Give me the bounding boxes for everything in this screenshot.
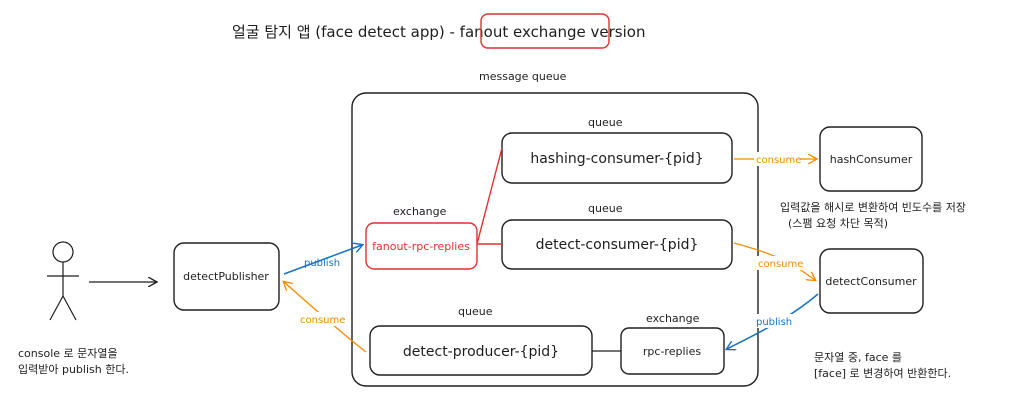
message-queue-label: message queue <box>479 70 567 83</box>
title-highlight-box <box>480 13 610 49</box>
detect-publisher-box <box>173 242 280 311</box>
edge-label-publish-2: publish <box>756 317 792 328</box>
note-hash-line2: (스팸 요청 차단 목적) <box>788 217 888 230</box>
queue-label-hashing: queue <box>588 116 623 129</box>
edge-label-bg-consume-1 <box>754 152 800 166</box>
note-console-line2: 입력받아 publish 한다. <box>18 363 129 376</box>
exchange-label-rpc: exchange <box>646 312 700 325</box>
edge-label-consume-1: consume <box>756 155 801 166</box>
edge-label-consume-2: consume <box>758 259 803 270</box>
edge-label-bg-consume-3 <box>298 312 348 326</box>
queue-label-detect-consumer: queue <box>588 202 623 215</box>
fanout-exchange-box <box>365 222 478 270</box>
note-console-line1: console 로 문자열을 <box>18 347 118 360</box>
detect-consumer-queue-label: detect-consumer-{pid} <box>536 237 699 253</box>
link-fanout-to-hashing-queue <box>476 147 503 245</box>
exchange-label-fanout: exchange <box>393 205 447 218</box>
fanout-exchange-label: fanout-rpc-replies <box>372 240 470 253</box>
edge-label-consume-3: consume <box>300 315 345 326</box>
edge-label-bg-publish-2 <box>754 314 794 328</box>
rpc-exchange-label: rpc-replies <box>643 345 701 358</box>
arrow-publish-to-fanout <box>283 245 362 275</box>
hash-consumer-box <box>819 126 923 192</box>
note-detect-line1: 문자열 중, face 를 <box>814 351 902 364</box>
hashing-consumer-queue-label: hashing-consumer-{pid} <box>530 151 703 167</box>
detect-consumer-label: detectConsumer <box>825 275 917 288</box>
stick-figure-user-icon <box>47 241 79 321</box>
edge-label-publish-1: publish <box>304 258 340 269</box>
queue-label-detect-producer: queue <box>458 305 493 318</box>
note-detect-line2: [face] 로 변경하여 반환한다. <box>814 366 951 380</box>
note-hash-line1: 입력값을 해시로 변환하여 빈도수를 저장 <box>780 200 966 214</box>
diagram-title: 얼굴 탐지 앱 (face detect app) - fanout excha… <box>232 23 645 41</box>
hashing-consumer-queue-box <box>501 132 733 184</box>
message-queue-container <box>351 92 759 387</box>
detect-publisher-label: detectPublisher <box>183 270 269 283</box>
hash-consumer-label: hashConsumer <box>830 153 913 166</box>
detect-consumer-box <box>819 248 924 314</box>
detect-producer-queue-label: detect-producer-{pid} <box>403 344 559 360</box>
edge-label-bg-consume-2 <box>756 256 802 270</box>
